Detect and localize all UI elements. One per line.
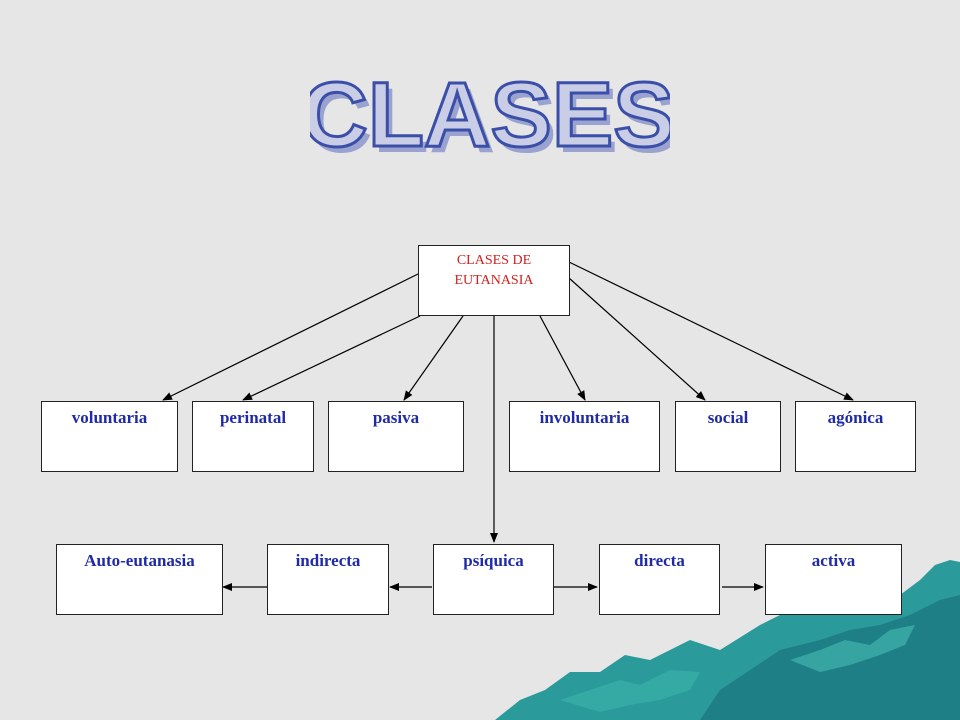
box-agonica: agónica bbox=[795, 401, 916, 472]
title-shadow: CLASES bbox=[310, 70, 670, 170]
title-text: CLASES bbox=[310, 64, 670, 166]
box-label: social bbox=[707, 408, 749, 427]
box-perinatal: perinatal bbox=[192, 401, 314, 472]
box-indirecta: indirecta bbox=[267, 544, 389, 615]
title-graphic: CLASES CLASES bbox=[300, 63, 680, 173]
box-directa: directa bbox=[599, 544, 720, 615]
box-voluntaria: voluntaria bbox=[41, 401, 178, 472]
arrow-to-social bbox=[568, 277, 706, 401]
box-activa: activa bbox=[765, 544, 902, 615]
box-label: activa bbox=[811, 551, 856, 570]
box-pasiva: pasiva bbox=[328, 401, 464, 472]
box-social: social bbox=[675, 401, 781, 472]
root-box: CLASES DE EUTANASIA bbox=[418, 245, 570, 316]
arrow-to-pasiva bbox=[403, 315, 464, 401]
box-involuntaria: involuntaria bbox=[509, 401, 660, 472]
arrow-to-agonica bbox=[568, 261, 854, 401]
arrow-to-perinatal bbox=[242, 315, 421, 401]
box-label: directa bbox=[634, 551, 685, 570]
slide-title: CLASES CLASES bbox=[300, 60, 680, 173]
box-auto-eutanasia: Auto-eutanasia bbox=[56, 544, 223, 615]
box-label: psíquica bbox=[463, 551, 524, 570]
box-psiquica: psíquica bbox=[433, 544, 554, 615]
box-label: pasiva bbox=[372, 408, 420, 427]
box-label: perinatal bbox=[219, 408, 287, 427]
box-label: involuntaria bbox=[539, 408, 630, 427]
box-label: voluntaria bbox=[71, 408, 148, 427]
root-label: CLASES DE EUTANASIA bbox=[454, 253, 534, 288]
arrow-to-voluntaria bbox=[162, 273, 419, 401]
arrow-to-involuntaria bbox=[539, 315, 586, 401]
box-label: indirecta bbox=[295, 551, 361, 570]
box-label: Auto-eutanasia bbox=[84, 551, 195, 570]
box-label: agónica bbox=[827, 408, 884, 427]
